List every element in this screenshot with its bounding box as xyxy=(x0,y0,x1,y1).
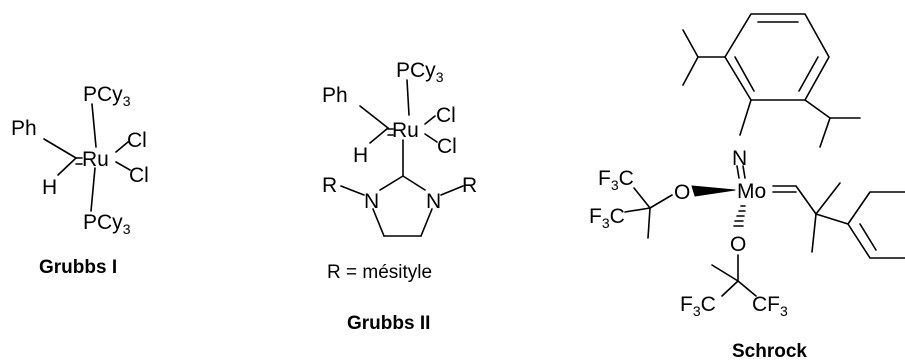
grubbs2-pcy3-label: PCy3 xyxy=(396,59,444,85)
wedge-mo-o-left xyxy=(691,185,736,197)
grubbs2-cl-bottom-label: Cl xyxy=(437,135,457,158)
bond-ring-left xyxy=(372,208,385,237)
ipr-right-me2 xyxy=(819,117,831,148)
bond-ru-cl-top xyxy=(424,115,436,125)
bond-ring-right xyxy=(420,208,433,237)
grubbs2-r-right-label: R xyxy=(462,174,477,197)
bond-cq-cf3-br xyxy=(737,280,757,297)
bond-n-mo-1 xyxy=(736,165,740,179)
grubbs1-cl-bottom-label: Cl xyxy=(129,164,149,187)
bond-carbene-ph xyxy=(359,105,389,129)
grubbs1-pcy3-bottom-label: PCy3 xyxy=(83,211,131,237)
grubbs1-caption: Grubbs I xyxy=(39,257,117,278)
bond-nhc-n-right xyxy=(402,175,426,191)
grubbs2-ph-label: Ph xyxy=(322,84,348,107)
schrock-cf3-bottom-label: F3C xyxy=(589,205,625,231)
grubbs-2-structure: PCy3 Ru Cl Cl Ph H N N R R R = mésityle … xyxy=(322,59,477,334)
bond-ru-pcy3-bottom xyxy=(90,167,96,212)
bond-cq-me-bottom xyxy=(711,264,739,282)
grubbs2-r-definition: R = mésityle xyxy=(327,262,432,283)
bond-ru-pcy3 xyxy=(406,79,410,116)
grubbs1-cl-top-label: Cl xyxy=(127,129,147,152)
schrock-structure: N Mo O O F3C F3C F3C CF3 Schrock xyxy=(589,13,905,360)
grubbs2-r-left-label: R xyxy=(322,174,337,197)
ipr-left-me2 xyxy=(682,56,699,86)
aryl-double-bond-left xyxy=(734,56,755,92)
bond-ru-cl-top xyxy=(115,141,129,153)
phenyl-ring-partial xyxy=(847,191,905,259)
grubbs2-caption: Grubbs II xyxy=(347,313,430,334)
bond-n-r-left xyxy=(340,185,365,196)
schrock-n-label: N xyxy=(732,147,747,170)
bond-cq-me-left xyxy=(647,207,651,239)
bond-carbene-h xyxy=(369,127,389,144)
bond-cq-me1 xyxy=(815,182,841,215)
schrock-cf3-bl-label: F3C xyxy=(680,293,716,319)
grubbs1-h-label: H xyxy=(42,176,57,199)
schrock-caption: Schrock xyxy=(732,341,807,360)
grubbs1-ph-label: Ph xyxy=(11,117,37,140)
bond-aryl-n xyxy=(739,99,752,136)
grubbs2-n-right-label: N xyxy=(426,190,441,213)
grubbs-1-structure: PCy3 Ru Cl Cl Ph H PCy3 Grubbs I xyxy=(11,83,149,278)
grubbs1-ru-label: Ru xyxy=(82,148,109,171)
bond-ru-cl-bottom xyxy=(424,133,438,143)
bond-carbene-h xyxy=(57,157,77,176)
hashed-mo-o-bottom xyxy=(733,205,746,227)
grubbs1-pcy3-top-label: PCy3 xyxy=(83,83,131,109)
schrock-o-left-label: O xyxy=(674,181,690,204)
aryl-ring xyxy=(724,13,830,101)
bond-carbene-ph xyxy=(43,138,77,159)
grubbs2-ru-label: Ru xyxy=(392,119,419,142)
schrock-cf3-top-label: F3C xyxy=(598,167,634,193)
schrock-o-bottom-label: O xyxy=(730,233,746,256)
ipr-right-ch xyxy=(804,99,831,119)
schrock-cf3-br-label: CF3 xyxy=(752,293,788,319)
grubbs2-n-left-label: N xyxy=(364,190,379,213)
grubbs2-cl-top-label: Cl xyxy=(436,104,456,127)
bond-n-r-right xyxy=(440,185,464,196)
schrock-mo-label: Mo xyxy=(737,180,766,203)
bond-ch-cq xyxy=(795,185,817,215)
ipr-left-me1 xyxy=(682,29,699,58)
grubbs2-h-label: H xyxy=(353,144,368,167)
aryl-double-bond-right xyxy=(798,56,819,92)
bond-cq-cf3-top xyxy=(633,187,651,209)
phenyl-double-bond xyxy=(859,223,877,251)
bond-o-cq-left xyxy=(649,194,673,209)
bond-nhc-n-left xyxy=(379,175,404,191)
bond-n-mo-2 xyxy=(742,165,746,179)
bond-cq-me2 xyxy=(811,213,817,253)
bond-cq-phenyl xyxy=(815,213,849,225)
bond-cq-cf3-bl xyxy=(721,280,739,297)
bond-ru-cl-bottom xyxy=(115,161,131,171)
bond-ru-pcy3-top xyxy=(91,103,97,148)
bond-cq-cf3-bottom xyxy=(624,207,651,213)
